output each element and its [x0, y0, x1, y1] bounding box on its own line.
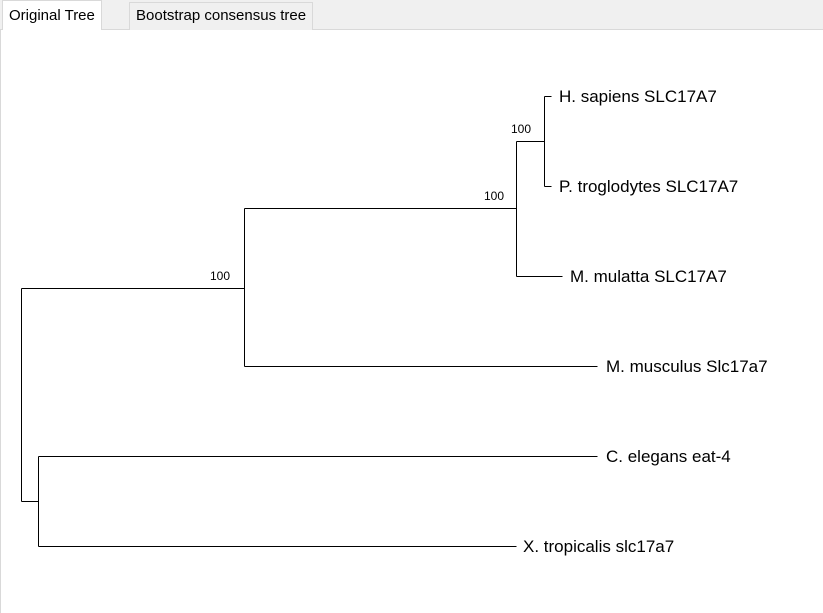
tab-original-tree[interactable]: Original Tree [2, 0, 102, 31]
taxon-label-p-troglodytes: P. troglodytes SLC17A7 [559, 177, 738, 196]
support-value-primates: 100 [484, 189, 504, 203]
taxon-label-m-musculus: M. musculus Slc17a7 [606, 357, 768, 376]
tab-bootstrap-consensus-tree[interactable]: Bootstrap consensus tree [129, 2, 314, 30]
taxon-label-c-elegans: C. elegans eat-4 [606, 447, 731, 466]
support-value-apes: 100 [511, 122, 531, 136]
taxon-label-m-mulatta: M. mulatta SLC17A7 [570, 267, 727, 286]
taxon-label-x-tropicalis: X. tropicalis slc17a7 [523, 537, 674, 556]
tab-bar: Original Tree Bootstrap consensus tree [0, 0, 823, 31]
tree-panel: H. sapiens SLC17A7 P. troglodytes SLC17A… [0, 30, 823, 613]
support-value-clade-a: 100 [210, 269, 230, 283]
taxon-label-h-sapiens: H. sapiens SLC17A7 [559, 87, 717, 106]
phylogenetic-tree: H. sapiens SLC17A7 P. troglodytes SLC17A… [21, 87, 768, 556]
